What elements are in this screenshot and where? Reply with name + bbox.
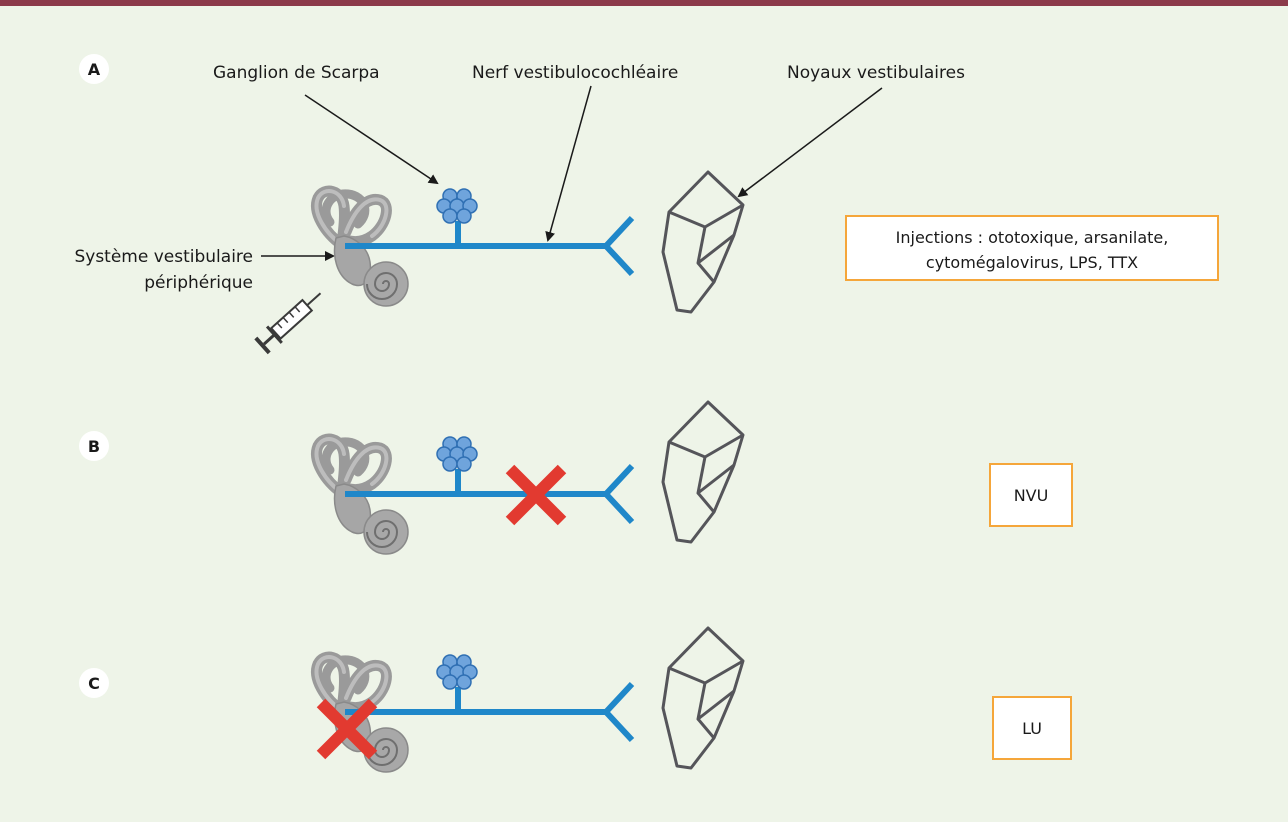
scarpa-ganglion xyxy=(436,188,478,224)
ganglion-pointer-arrow xyxy=(304,94,439,185)
top-border xyxy=(0,0,1288,6)
panel-b: B NVU xyxy=(79,400,1073,554)
vestibular-nuclei xyxy=(661,170,745,314)
injections-box xyxy=(845,215,1219,281)
system-label-line2: périphérique xyxy=(144,273,253,293)
lu-text: LU xyxy=(1022,719,1042,738)
injections-text-line2: cytomégalovirus, LPS, TTX xyxy=(926,253,1138,272)
panel-a: A Ganglion de Scarpa Nerf vestibulocochl… xyxy=(74,54,1219,355)
syringe-icon xyxy=(254,292,322,355)
lesion-cross-icon xyxy=(505,464,567,526)
panel-letter: C xyxy=(88,674,100,693)
nerve-pointer-arrow xyxy=(545,85,592,242)
panel-badge xyxy=(79,668,109,698)
vestibular-nuclei xyxy=(661,626,745,770)
vestibular-nuclei xyxy=(661,400,745,544)
nuclei-label: Noyaux vestibulaires xyxy=(787,63,965,83)
system-label-line1: Système vestibulaire xyxy=(74,247,253,267)
lesion-cross-icon xyxy=(316,698,378,760)
nvu-text: NVU xyxy=(1014,486,1049,505)
injections-text-line1: Injections : ototoxique, arsanilate, xyxy=(896,228,1169,247)
scarpa-ganglion xyxy=(436,436,478,472)
nuclei-pointer-arrow xyxy=(737,87,883,198)
panel-letter: A xyxy=(88,60,101,79)
panel-badge xyxy=(79,54,109,84)
panel-badge xyxy=(79,431,109,461)
scarpa-ganglion xyxy=(436,654,478,690)
lu-box xyxy=(992,696,1072,760)
nerve-label: Nerf vestibulocochléaire xyxy=(472,63,678,83)
panel-c: C LU xyxy=(79,626,1072,772)
ganglion-label: Ganglion de Scarpa xyxy=(213,63,380,83)
nvu-box xyxy=(989,463,1073,527)
panel-letter: B xyxy=(88,437,100,456)
